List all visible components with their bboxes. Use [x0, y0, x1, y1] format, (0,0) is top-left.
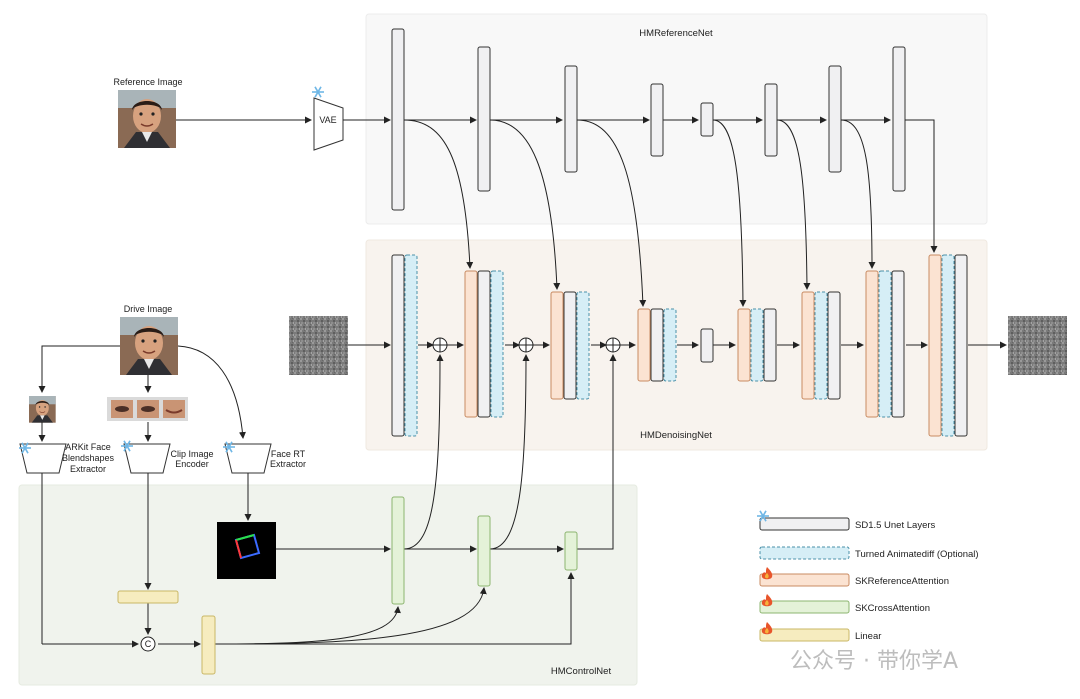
- concat-label: C: [145, 639, 152, 649]
- legend-label-sd15: SD1.5 Unet Layers: [855, 520, 936, 531]
- add-node-2: [518, 337, 534, 353]
- denoising-block-6: [801, 291, 841, 400]
- cross-attention-block-3: [564, 531, 578, 571]
- fire-icon: [761, 622, 773, 635]
- ref-layer-7: [828, 65, 842, 173]
- legend: SD1.5 Unet Layers Turned Animatediff (Op…: [756, 509, 979, 642]
- legend-item-skcross: SKCrossAttention: [759, 594, 930, 614]
- drive-image: [119, 316, 179, 376]
- facert-label-2: Extractor: [270, 459, 306, 469]
- clip-label-2: Encoder: [175, 459, 209, 469]
- arkit-label-3: Extractor: [70, 464, 106, 474]
- ref-layer-5: [700, 102, 714, 137]
- concat-node: [140, 636, 156, 652]
- control-net-panel: [18, 484, 638, 686]
- legend-label-skcross: SKCrossAttention: [855, 603, 930, 614]
- cross-attention-block-1: [391, 496, 405, 605]
- arkit-extractor-block: [19, 443, 67, 474]
- legend-item-skref: SKReferenceAttention: [759, 567, 949, 587]
- arkit-label-2: Blendshapes: [62, 453, 115, 463]
- denoising-block-8: [928, 254, 968, 437]
- ref-layer-4: [650, 83, 664, 157]
- vae-label: VAE: [319, 115, 336, 125]
- denoising-net-title: HMDenoisingNet: [640, 430, 712, 441]
- legend-item-animatediff: Turned Animatediff (Optional): [759, 546, 979, 560]
- legend-label-skref: SKReferenceAttention: [855, 576, 949, 587]
- denoising-block-7: [865, 270, 905, 418]
- reference-attention-arrows: [403, 119, 938, 307]
- face-rt-extractor-block: [224, 443, 272, 474]
- fire-icon: [761, 594, 773, 607]
- drive-image-arrows: [38, 345, 246, 439]
- add-node-3: [605, 337, 621, 353]
- legend-label-animatediff: Turned Animatediff (Optional): [855, 549, 979, 560]
- denoising-block-3: [550, 291, 590, 400]
- denoising-block-2: [464, 270, 504, 418]
- vae-block: [313, 97, 344, 151]
- face-crop-image: [28, 395, 57, 424]
- legend-label-linear: Linear: [855, 631, 881, 642]
- clip-label-1: Clip Image: [170, 449, 213, 459]
- denoising-block-mid: [700, 328, 714, 363]
- denoising-block-4: [637, 308, 677, 382]
- face-rt-visualization: [217, 522, 276, 579]
- reference-net-title: HMReferenceNet: [639, 28, 713, 39]
- clip-encoder-block: [123, 443, 171, 474]
- facert-label-1: Face RT: [271, 449, 306, 459]
- denoising-block-5: [737, 308, 777, 382]
- cross-attention-block-2: [477, 515, 491, 587]
- snowflake-icon: [311, 86, 325, 98]
- noise-output-image: [1008, 316, 1067, 375]
- legend-item-linear: Linear: [759, 622, 881, 642]
- ref-layer-3: [564, 65, 578, 173]
- ref-layer-2: [477, 46, 491, 192]
- linear-block-concat: [201, 615, 216, 675]
- ref-layer-1: [391, 28, 405, 211]
- arkit-label-1: ARKit Face: [65, 442, 111, 452]
- control-net-flow: [41, 354, 617, 648]
- control-net-title: HMControlNet: [551, 666, 612, 677]
- reference-image-label: Reference Image: [113, 77, 182, 87]
- noise-input-image: [289, 316, 348, 375]
- denoising-block-1: [391, 254, 418, 437]
- add-node-1: [432, 337, 448, 353]
- drive-image-label: Drive Image: [124, 304, 173, 314]
- ref-layer-6: [764, 83, 778, 157]
- feature-crops-image: [107, 397, 188, 421]
- crop-to-extractor-arrows: [38, 422, 152, 442]
- ref-layer-8: [892, 46, 906, 192]
- legend-item-sd15: SD1.5 Unet Layers: [756, 509, 936, 531]
- watermark: 公众号 · 带你学A: [790, 649, 958, 674]
- linear-block-clip: [117, 590, 179, 604]
- reference-image: [117, 89, 177, 149]
- fire-icon: [761, 567, 773, 580]
